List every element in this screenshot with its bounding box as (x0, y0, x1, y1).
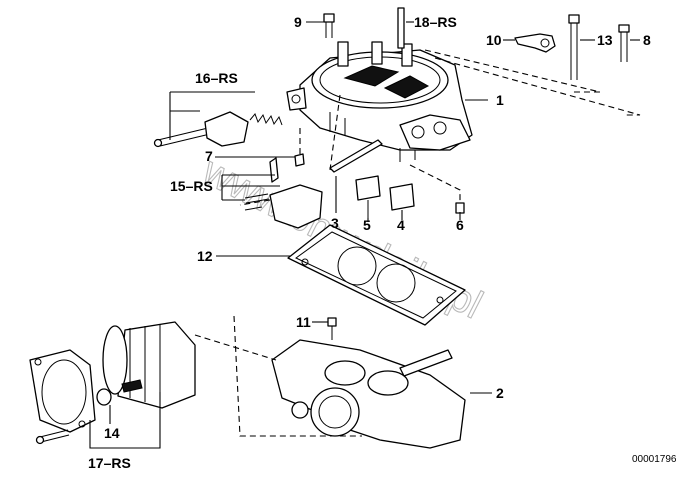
throttle-body-part-2[interactable] (271, 339, 466, 449)
callout-18: 18–RS (414, 14, 457, 30)
callout-12: 12 (197, 248, 213, 264)
diagram-number: 00001796 (632, 454, 677, 465)
needle-part-3[interactable] (329, 139, 383, 173)
callout-7: 7 (205, 148, 213, 164)
bolt-part-8[interactable] (618, 24, 630, 62)
gasket-part-12[interactable] (287, 224, 466, 326)
callout-5: 5 (363, 217, 371, 233)
callout-10: 10 (486, 32, 502, 48)
callout-13: 13 (597, 32, 613, 48)
callout-1: 1 (496, 92, 504, 108)
bolt-part-13[interactable] (568, 14, 580, 80)
screw-part-9[interactable] (323, 13, 335, 38)
choke-assembly-part-16[interactable] (153, 111, 283, 148)
pin-part-18[interactable] (397, 7, 405, 49)
jet-part-7b[interactable] (294, 153, 305, 167)
callout-11: 11 (296, 314, 311, 330)
clip-part-10[interactable] (514, 33, 556, 53)
screw-part-11[interactable] (327, 317, 337, 340)
callout-14: 14 (104, 425, 120, 441)
callout-16: 16–RS (195, 70, 238, 86)
bolt-part-17[interactable] (35, 429, 70, 445)
callout-8: 8 (643, 32, 651, 48)
bracket-part-5[interactable] (355, 175, 381, 220)
callout-2: 2 (496, 385, 504, 401)
filter-housing-part-17[interactable] (102, 321, 196, 409)
jet-part-7[interactable] (269, 157, 279, 183)
callout-15: 15–RS (170, 178, 213, 194)
callout-4: 4 (397, 217, 405, 233)
flange-part-17[interactable] (29, 349, 96, 433)
carburetor-upper-body[interactable] (286, 41, 473, 162)
o-ring-part-14[interactable] (96, 388, 112, 406)
cover-part-15[interactable] (244, 184, 323, 229)
callout-3: 3 (331, 215, 339, 231)
callout-9: 9 (294, 14, 302, 30)
callout-17: 17–RS (88, 455, 131, 471)
callout-6: 6 (456, 217, 464, 233)
screw-part-6[interactable] (455, 202, 465, 214)
